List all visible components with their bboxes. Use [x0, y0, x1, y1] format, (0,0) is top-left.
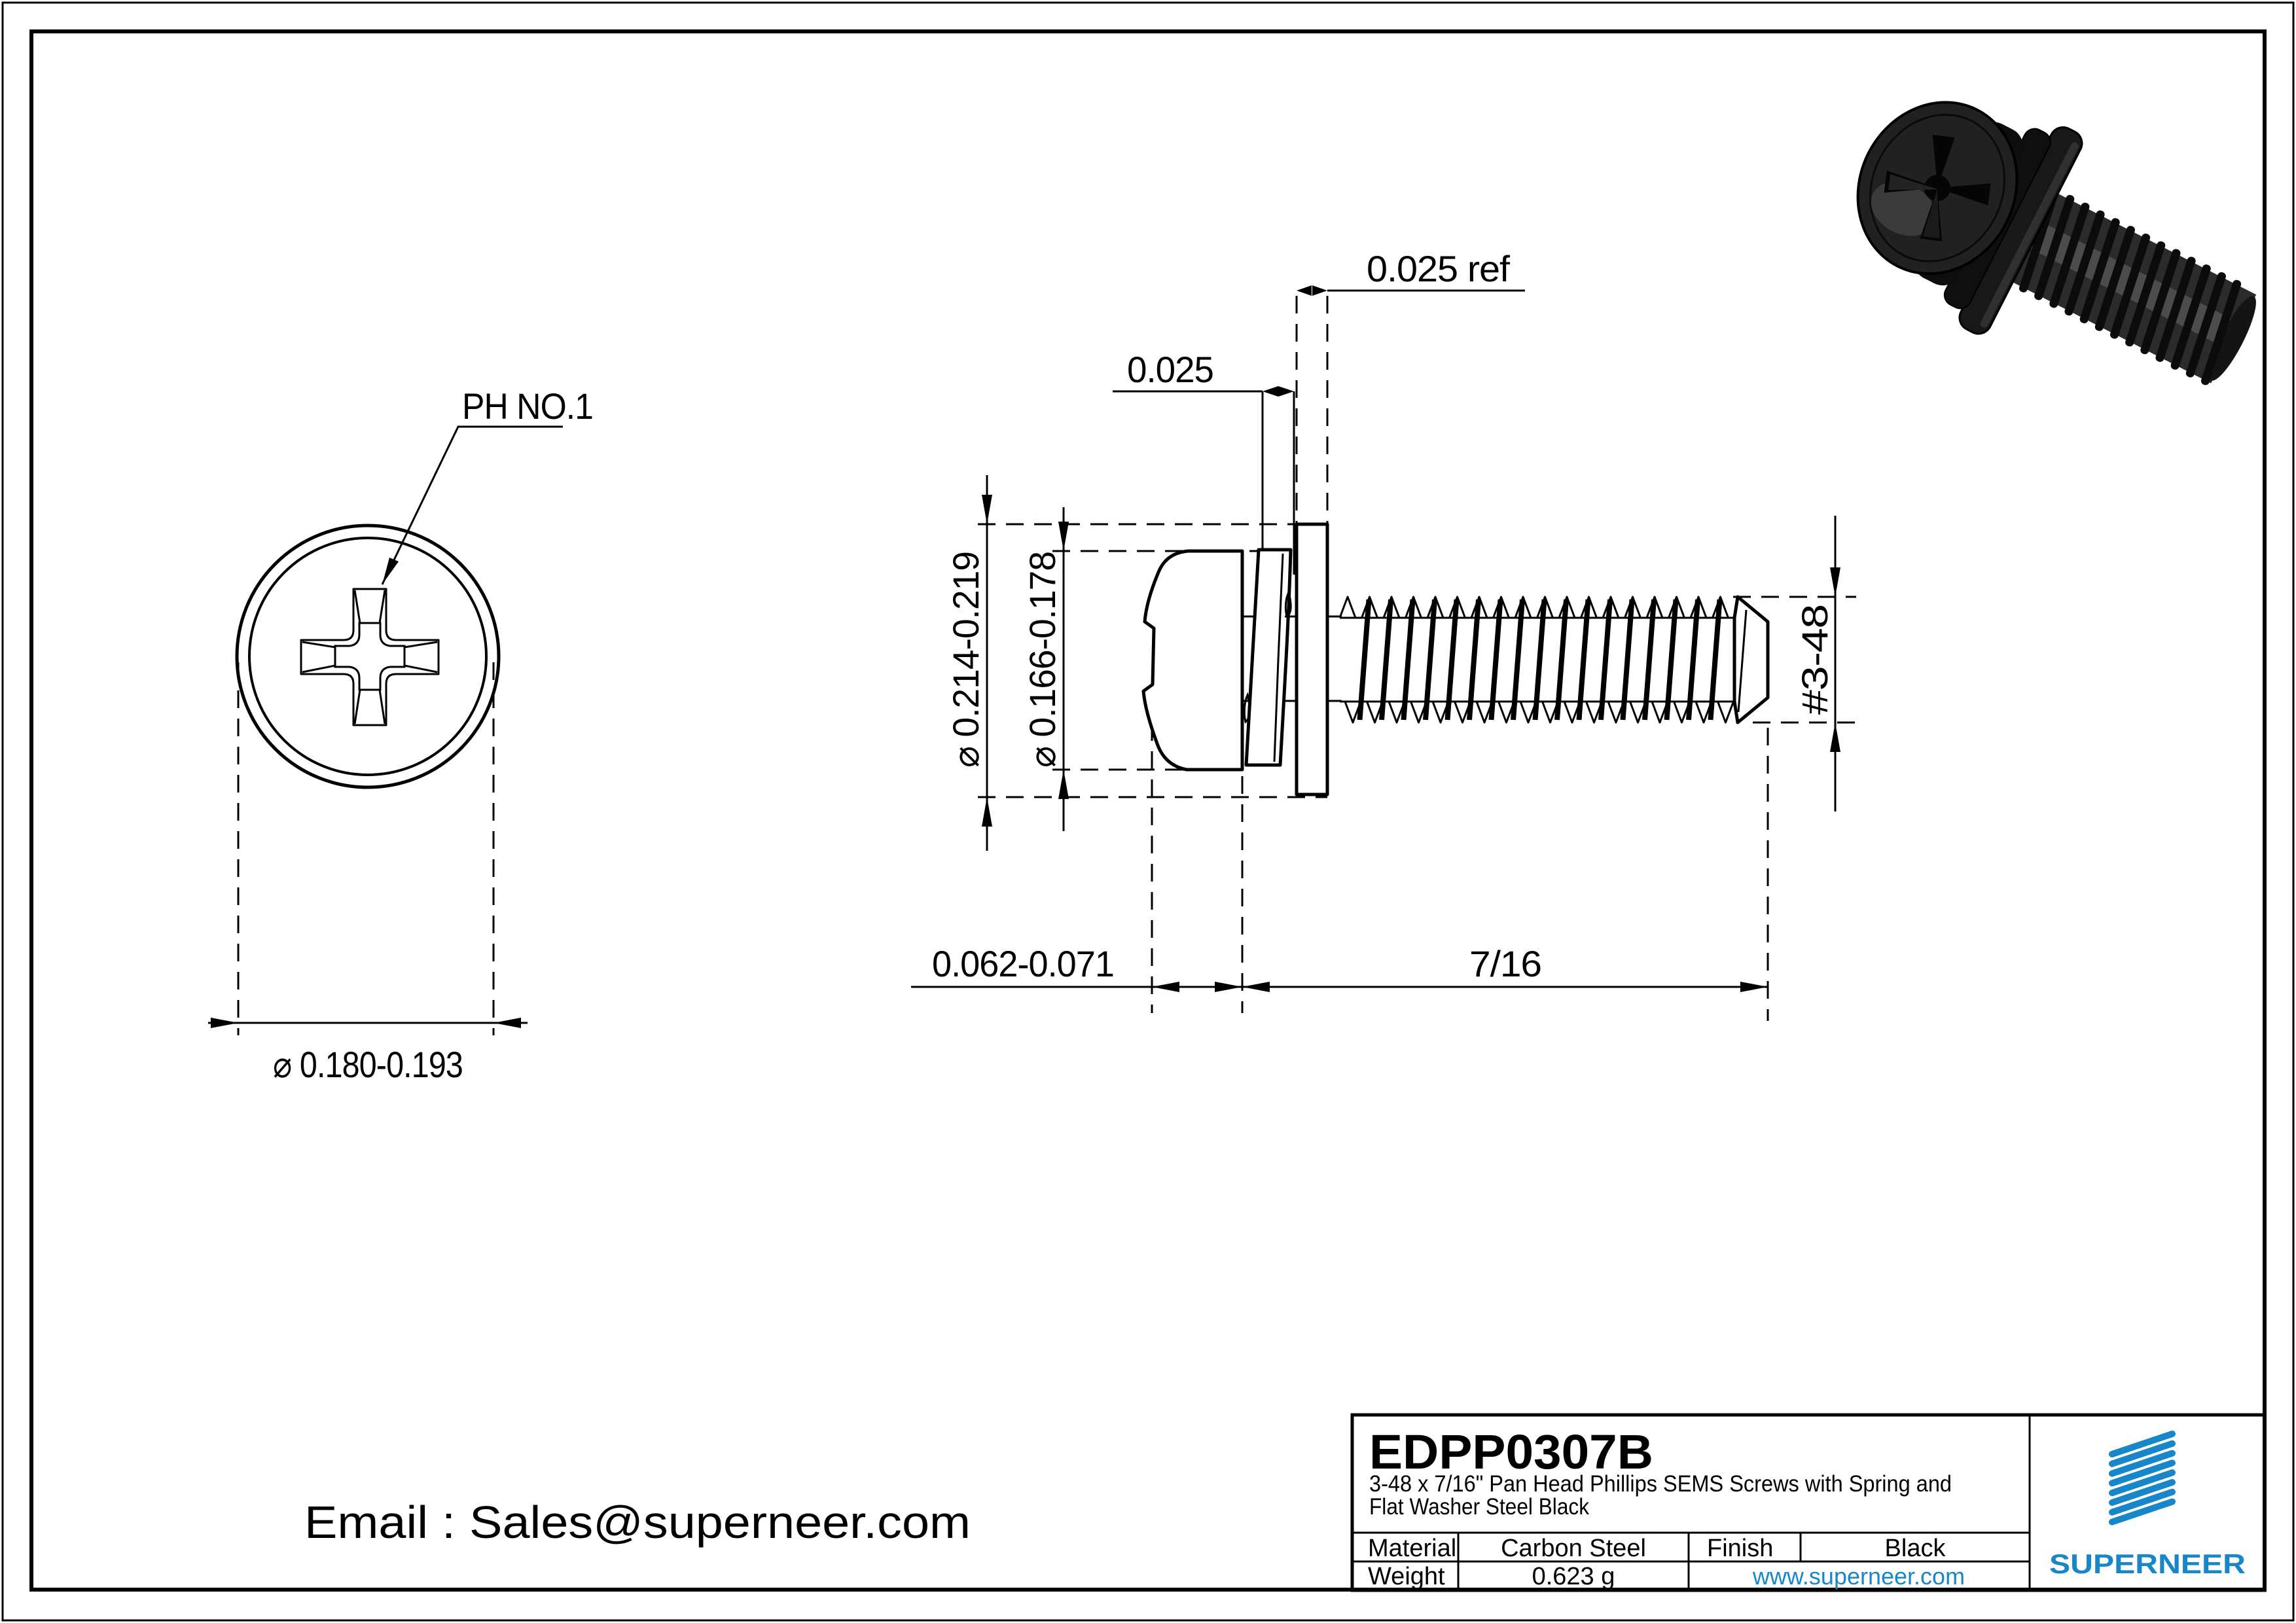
thread-size-text: #3-48 — [1794, 605, 1835, 715]
front-view: PH NO.1 ⌀ 0.180-0.193 — [208, 385, 594, 1085]
thread-tip — [1732, 595, 1770, 724]
phillips-recess — [300, 588, 440, 726]
thread-top-profile — [1338, 596, 1734, 619]
head-outer-circle — [235, 524, 501, 789]
weight-value: 0.623 g — [1532, 1563, 1615, 1590]
thread-flanks — [1357, 599, 1723, 721]
washer-thickness-dim: 0.025 ref — [1297, 248, 1525, 296]
brand-name: SUPERNEER — [2049, 1548, 2246, 1579]
description-line2: Flat Washer Steel Black — [1369, 1494, 1589, 1520]
flat-washer-profile — [1295, 522, 1329, 796]
front-diameter-text: ⌀ 0.180-0.193 — [273, 1044, 463, 1085]
front-diameter-dim: ⌀ 0.180-0.193 — [208, 662, 528, 1085]
spring-thickness-dim: 0.025 — [1113, 349, 1295, 575]
leader-arrow — [382, 558, 399, 584]
washer-thickness-text: 0.025 ref — [1367, 248, 1510, 289]
head-od-dim: ⌀ 0.166-0.178 — [1022, 507, 1069, 831]
thread-size-dim: #3-48 — [1794, 516, 1840, 812]
thread-length-text: 7/16 — [1469, 943, 1541, 984]
thread-bottom-profile — [1340, 700, 1740, 724]
finish-value: Black — [1885, 1535, 1946, 1562]
spring-washer-profile — [1243, 548, 1293, 767]
spring-thickness-text: 0.025 — [1127, 349, 1213, 390]
material-label: Material — [1368, 1535, 1456, 1562]
brand-logo: SUPERNEER — [2049, 1431, 2246, 1579]
phillips-callout: PH NO.1 — [381, 385, 594, 585]
title-block: EDPP0307B 3-48 x 7/16" Pan Head Phillips… — [1350, 1413, 2267, 1592]
logo-stripes-icon — [2109, 1431, 2176, 1525]
finish-label: Finish — [1707, 1535, 1773, 1562]
head-height-text: 0.062-0.071 — [932, 943, 1114, 984]
weight-label: Weight — [1368, 1563, 1445, 1590]
screw-3d-render — [1856, 101, 2257, 385]
part-number: EDPP0307B — [1369, 1425, 1653, 1479]
email-text: Email : Sales@superneer.com — [304, 1497, 971, 1548]
drawing-frame — [29, 29, 2267, 1592]
washer-od-dim: ⌀ 0.214-0.219 — [945, 475, 992, 851]
washer-od-text: ⌀ 0.214-0.219 — [945, 552, 986, 768]
phillips-label: PH NO.1 — [462, 385, 593, 427]
extension-lines — [978, 296, 1856, 1021]
side-view: 0.025 ref 0.025 ⌀ 0.214-0.219 ⌀ 0.166-0.… — [911, 248, 1856, 1021]
head-inner-circle — [248, 537, 488, 776]
pan-head-profile — [1141, 549, 1244, 772]
length-dims: 0.062-0.071 7/16 — [911, 943, 1768, 992]
thread-ridges-3d — [2018, 187, 2242, 385]
material-value: Carbon Steel — [1501, 1535, 1646, 1562]
head-od-text: ⌀ 0.166-0.178 — [1022, 552, 1063, 768]
screw-profile — [1141, 522, 1770, 796]
description-line1: 3-48 x 7/16" Pan Head Phillips SEMS Scre… — [1369, 1471, 1952, 1497]
phillips-recess-3d — [1884, 134, 1991, 241]
website-link[interactable]: www.superneer.com — [1752, 1563, 1965, 1590]
